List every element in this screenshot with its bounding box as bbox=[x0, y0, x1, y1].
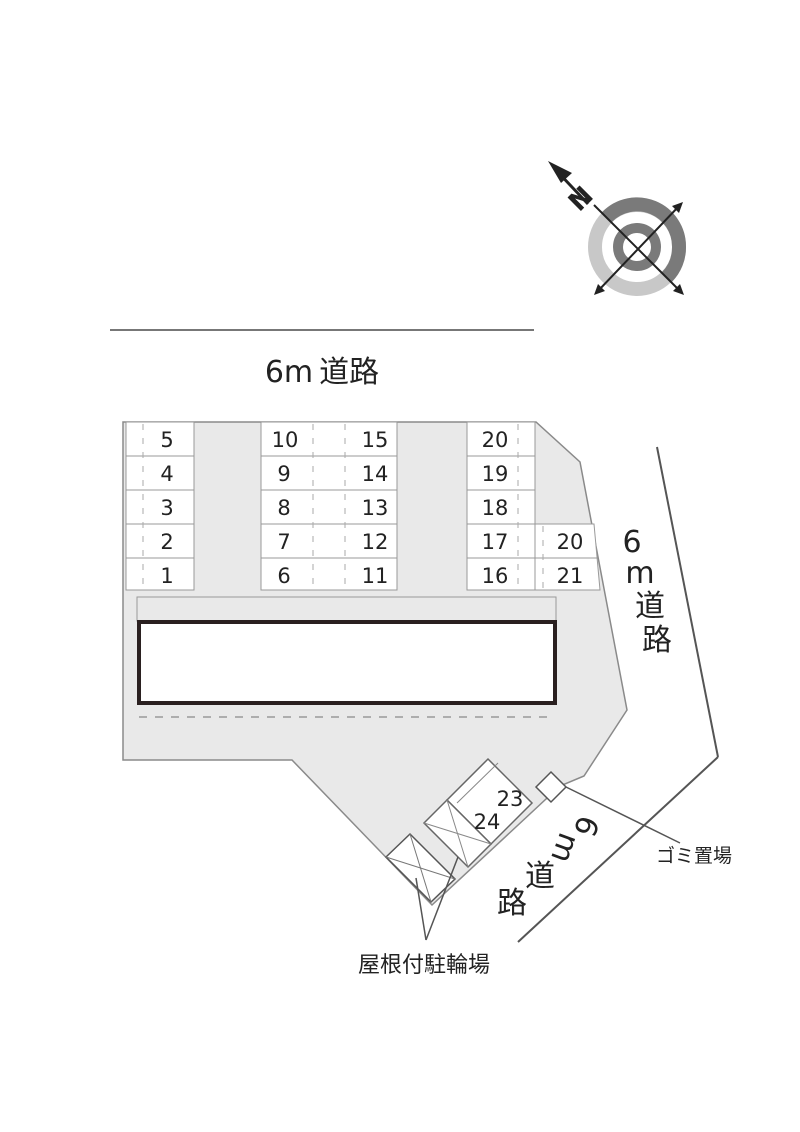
slot-13: 13 bbox=[362, 496, 389, 520]
slot-15: 15 bbox=[362, 428, 389, 452]
slot-6: 6 bbox=[277, 564, 290, 588]
compass-tip-se bbox=[673, 284, 684, 295]
parking-block-corner bbox=[534, 523, 601, 591]
right-road-prefix: 6 bbox=[622, 525, 641, 560]
slot-10: 10 bbox=[272, 428, 299, 452]
right-road-unit: m bbox=[625, 556, 654, 591]
parking-block-right bbox=[466, 421, 536, 591]
bottom-road-line bbox=[517, 756, 719, 943]
bike-slot-inner-line bbox=[456, 762, 499, 804]
right-road-line bbox=[656, 446, 719, 758]
bike-slot-label-23: 23 bbox=[497, 787, 524, 811]
slot-11: 11 bbox=[362, 564, 389, 588]
parking-block-middle bbox=[260, 421, 398, 591]
building-walkway bbox=[136, 596, 557, 622]
parking-block-left bbox=[125, 421, 195, 591]
bicycle-shelter bbox=[384, 832, 457, 904]
slot-18: 18 bbox=[482, 496, 509, 520]
bottom-road-char2: 路 bbox=[497, 886, 527, 921]
garbage-label: ゴミ置場 bbox=[656, 845, 732, 867]
slot-14: 14 bbox=[362, 462, 389, 486]
bottom-road-char1: 道 bbox=[525, 859, 555, 894]
compass-tip-sw bbox=[594, 284, 605, 295]
slot-2: 2 bbox=[160, 530, 173, 554]
slot-19: 19 bbox=[482, 462, 509, 486]
slot-9: 9 bbox=[277, 462, 290, 486]
slot-5: 5 bbox=[160, 428, 173, 452]
bicycle-parking-label: 屋根付駐輪場 bbox=[358, 953, 490, 978]
compass-outer-ring-dark bbox=[602, 197, 687, 282]
slot-20: 20 bbox=[482, 428, 509, 452]
north-arrow-icon bbox=[548, 161, 572, 183]
building-outline bbox=[137, 620, 557, 705]
bike-slot-label-24: 24 bbox=[474, 810, 501, 834]
slot-1: 1 bbox=[160, 564, 173, 588]
bike-slot-cross-2 bbox=[446, 799, 469, 868]
slot-20-corner: 20 bbox=[557, 530, 584, 554]
slot-16: 16 bbox=[482, 564, 509, 588]
slot-21: 21 bbox=[557, 564, 584, 588]
slot-17: 17 bbox=[482, 530, 509, 554]
compass-axis-2 bbox=[593, 204, 682, 293]
garbage-area: ゴミ置場 bbox=[534, 770, 732, 867]
parking-block-middle-bg bbox=[260, 421, 398, 591]
slot-3: 3 bbox=[160, 496, 173, 520]
garbage-leader-line bbox=[565, 786, 681, 844]
compass: N bbox=[548, 161, 687, 296]
parking-block-right-bg bbox=[466, 421, 536, 591]
slot-12: 12 bbox=[362, 530, 389, 554]
right-road-char1: 道 bbox=[635, 589, 665, 624]
slot-8: 8 bbox=[277, 496, 290, 520]
slot-4: 4 bbox=[160, 462, 173, 486]
parking-slot-labels: 1 2 3 4 5 6 7 8 9 10 11 12 13 14 15 16 1… bbox=[160, 428, 583, 588]
bike-parking-slots: 23 24 bbox=[422, 757, 534, 869]
bicycle-shelter-x-2 bbox=[409, 833, 432, 903]
right-road: 6 m 道 路 bbox=[622, 446, 719, 758]
right-road-char2: 路 bbox=[642, 623, 672, 658]
compass-tip-ne bbox=[672, 202, 683, 213]
parking-block-corner-bg bbox=[534, 523, 601, 591]
compass-north-label: N bbox=[563, 181, 600, 218]
parking-block-left-bg bbox=[125, 421, 195, 591]
bicycle-leader-1 bbox=[415, 877, 427, 941]
bicycle-parking-callout: 屋根付駐輪場 bbox=[358, 856, 490, 978]
bicycle-leader-2 bbox=[425, 856, 459, 941]
compass-inner-ring bbox=[613, 223, 661, 271]
slot-7: 7 bbox=[277, 530, 290, 554]
building bbox=[136, 596, 557, 718]
